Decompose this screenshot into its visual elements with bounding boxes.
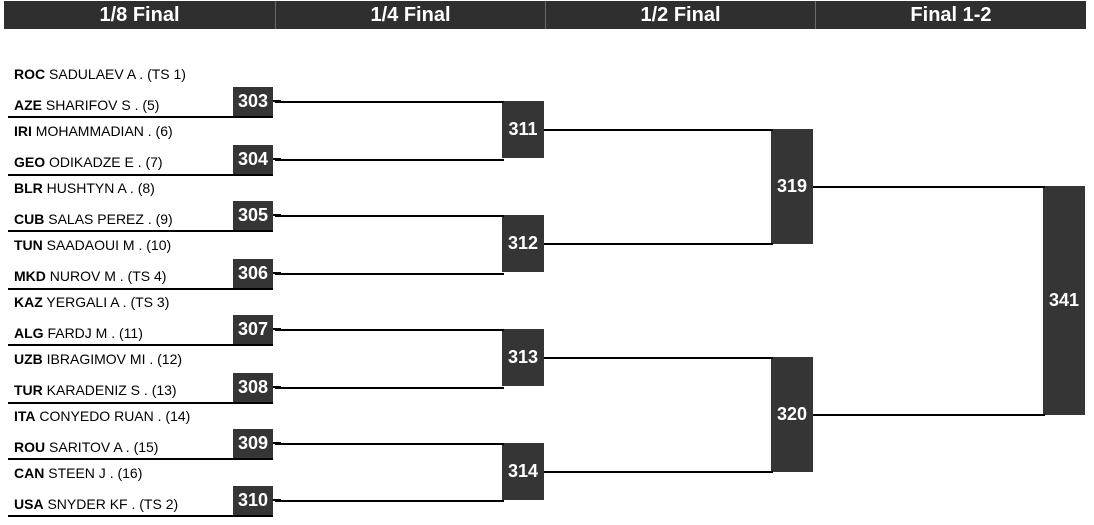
athlete-name: SHARIFOV S . (5)	[45, 97, 160, 113]
match-box-r16[interactable]: 310	[233, 486, 273, 515]
country-code: CUB	[14, 211, 45, 227]
match-box-r16[interactable]: 303	[233, 87, 273, 116]
match-box-r16[interactable]: 307	[233, 315, 273, 344]
country-code: UZB	[14, 351, 43, 367]
athlete-name: SNYDER KF . (TS 2)	[47, 496, 179, 512]
country-code: BLR	[14, 180, 43, 196]
bracket-line	[275, 101, 504, 103]
header-quarterfinal: 1/4 Final	[276, 1, 545, 29]
athlete-entry[interactable]: IRI MOHAMMADIAN . (6)	[14, 123, 173, 139]
bracket-line	[275, 159, 504, 161]
match-box-r16[interactable]: 309	[233, 429, 273, 458]
athlete-entry[interactable]: KAZ YERGALI A . (TS 3)	[14, 294, 169, 310]
header-semifinal: 1/2 Final	[546, 1, 815, 29]
country-code: IRI	[14, 123, 32, 139]
bracket-line	[8, 402, 273, 404]
match-box-r16[interactable]: 305	[233, 201, 273, 230]
athlete-entry[interactable]: CUB SALAS PEREZ . (9)	[14, 211, 173, 227]
country-code: USA	[14, 496, 44, 512]
athlete-entry[interactable]: TUN SAADAOUI M . (10)	[14, 237, 171, 253]
athlete-entry[interactable]: UZB IBRAGIMOV MI . (12)	[14, 351, 182, 367]
match-box-sf[interactable]: 320	[771, 357, 813, 472]
match-box-final[interactable]: 341	[1043, 186, 1085, 415]
bracket-line	[8, 230, 273, 232]
athlete-entry[interactable]: BLR HUSHTYN A . (8)	[14, 180, 155, 196]
bracket-line	[544, 471, 773, 473]
country-code: ITA	[14, 408, 36, 424]
bracket-line	[275, 215, 504, 217]
match-box-qf[interactable]: 313	[502, 329, 544, 386]
athlete-name: CONYEDO RUAN . (14)	[39, 408, 191, 424]
bracket-line	[8, 116, 273, 118]
athlete-name: SAADAOUI M . (10)	[46, 237, 172, 253]
athlete-entry[interactable]: ITA CONYEDO RUAN . (14)	[14, 408, 190, 424]
bracket-line	[8, 288, 273, 290]
country-code: ALG	[14, 325, 44, 341]
header-divider	[275, 1, 276, 29]
athlete-name: ODIKADZE E . (7)	[49, 154, 163, 170]
bracket-line	[544, 129, 773, 131]
header-divider	[545, 1, 546, 29]
bracket-line	[8, 458, 273, 460]
header-final: Final 1-2	[816, 1, 1086, 29]
athlete-name: HUSHTYN A . (8)	[46, 180, 155, 196]
athlete-entry[interactable]: USA SNYDER KF . (TS 2)	[14, 496, 178, 512]
bracket-line	[275, 273, 504, 275]
country-code: TUN	[14, 237, 43, 253]
athlete-name: SARITOV A . (15)	[49, 439, 159, 455]
match-box-qf[interactable]: 311	[502, 101, 544, 158]
match-box-r16[interactable]: 304	[233, 145, 273, 174]
country-code: GEO	[14, 154, 46, 170]
country-code: KAZ	[14, 294, 43, 310]
bracket-line	[544, 357, 773, 359]
athlete-name: MOHAMMADIAN . (6)	[35, 123, 173, 139]
match-box-qf[interactable]: 314	[502, 443, 544, 500]
country-code: ROC	[14, 66, 46, 82]
header-round-of-16: 1/8 Final	[4, 1, 275, 29]
athlete-name: YERGALI A . (TS 3)	[46, 294, 170, 310]
athlete-name: SALAS PEREZ . (9)	[48, 211, 173, 227]
country-code: MKD	[14, 268, 46, 284]
athlete-entry[interactable]: ROC SADULAEV A . (TS 1)	[14, 66, 186, 82]
bracket-line	[8, 515, 273, 517]
bracket-line	[8, 344, 273, 346]
header-divider	[815, 1, 816, 29]
match-box-sf[interactable]: 319	[771, 129, 813, 244]
match-box-qf[interactable]: 312	[502, 215, 544, 272]
bracket-line	[8, 174, 273, 176]
bracket-line	[275, 387, 504, 389]
bracket-line	[275, 443, 504, 445]
match-box-r16[interactable]: 308	[233, 373, 273, 402]
athlete-entry[interactable]: ALG FARDJ M . (11)	[14, 325, 143, 341]
bracket-line	[275, 329, 504, 331]
bracket-line	[813, 186, 1045, 188]
bracket-line	[813, 414, 1045, 416]
country-code: ROU	[14, 439, 46, 455]
match-box-r16[interactable]: 306	[233, 259, 273, 288]
bracket-line	[275, 500, 504, 502]
athlete-name: NUROV M . (TS 4)	[49, 268, 167, 284]
athlete-entry[interactable]: CAN STEEN J . (16)	[14, 465, 142, 481]
bracket-line	[544, 243, 773, 245]
country-code: CAN	[14, 465, 45, 481]
athlete-entry[interactable]: MKD NUROV M . (TS 4)	[14, 268, 166, 284]
country-code: TUR	[14, 382, 43, 398]
athlete-name: STEEN J . (16)	[48, 465, 143, 481]
athlete-name: IBRAGIMOV MI . (12)	[46, 351, 183, 367]
athlete-entry[interactable]: ROU SARITOV A . (15)	[14, 439, 158, 455]
athlete-entry[interactable]: AZE SHARIFOV S . (5)	[14, 97, 159, 113]
athlete-entry[interactable]: GEO ODIKADZE E . (7)	[14, 154, 163, 170]
athlete-name: SADULAEV A . (TS 1)	[49, 66, 186, 82]
athlete-name: KARADENIZ S . (13)	[46, 382, 177, 398]
athlete-entry[interactable]: TUR KARADENIZ S . (13)	[14, 382, 177, 398]
athlete-name: FARDJ M . (11)	[47, 325, 143, 341]
country-code: AZE	[14, 97, 42, 113]
